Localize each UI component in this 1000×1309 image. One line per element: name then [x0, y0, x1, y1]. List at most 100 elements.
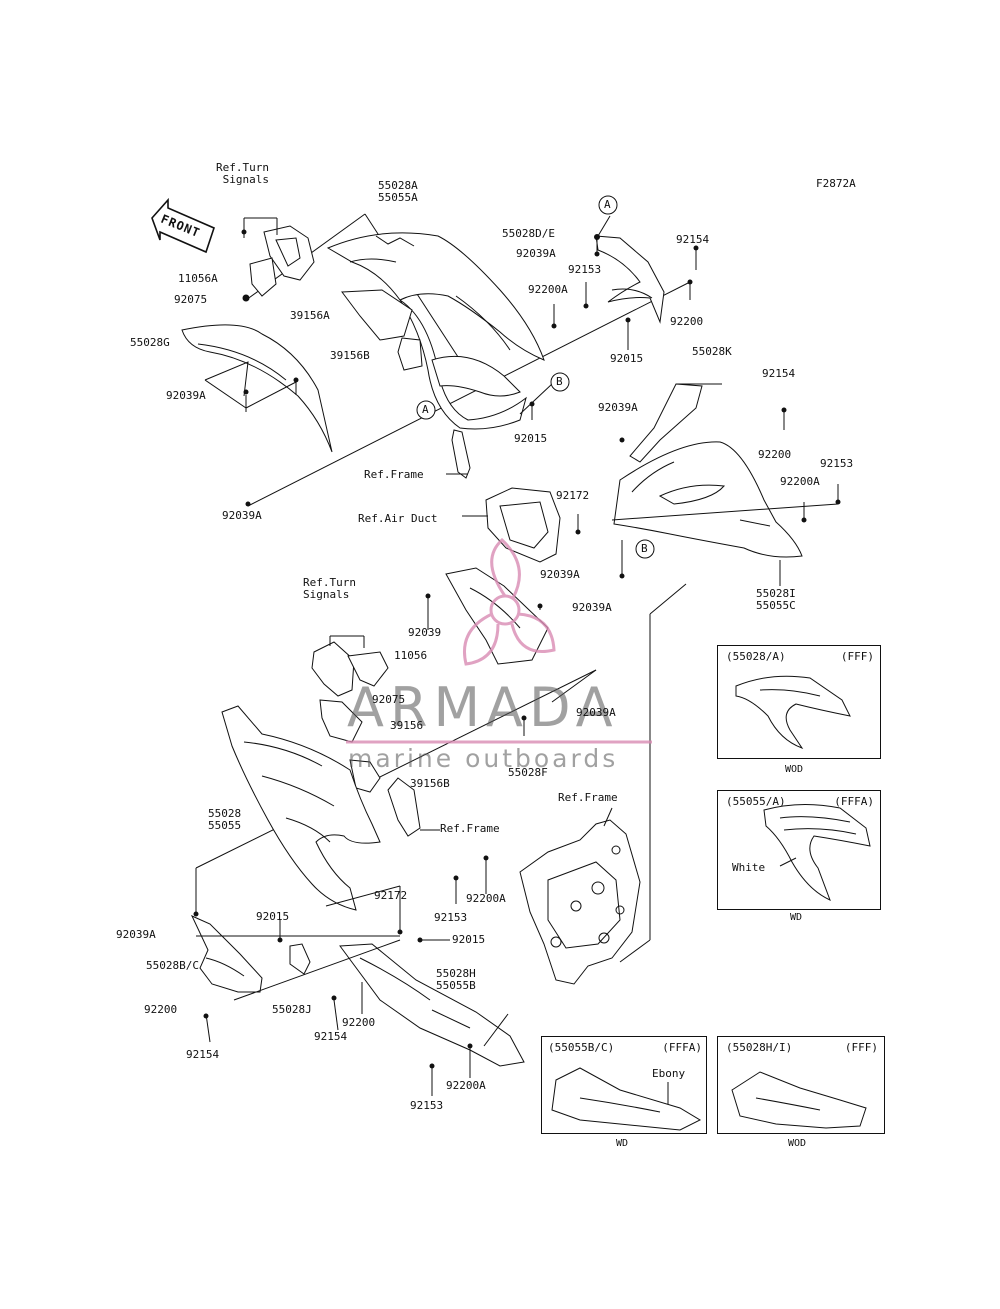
variant-note: White [732, 861, 766, 874]
panel-55028f-shape [445, 567, 549, 665]
variant-box-55028a: (55028/A) (FFF) [717, 645, 881, 759]
part-55028de-label: 55028D/E [502, 227, 555, 240]
part-55028bc-label: 55028B/C [146, 959, 199, 972]
fairing-55028g-shape [181, 324, 333, 453]
part-39156b-mid-label: 39156B [410, 777, 450, 790]
variant-box-55055bc: (55055B/C) (FFFA) Ebony [541, 1036, 707, 1134]
upper-cowl-55028a-shape [326, 232, 545, 430]
ref-frame-mid-label: Ref.Frame [440, 822, 500, 835]
part-92039a-center3-label: 92039A [576, 706, 616, 719]
part-92039a-left-label: 92039A [166, 389, 206, 402]
variant-3-cowl-shape [551, 1067, 702, 1131]
part-55028i-label: 55028I 55055C [756, 587, 796, 612]
panel-55028j-shape [289, 943, 311, 975]
part-92039a-center2-label: 92039A [572, 601, 612, 614]
part-92154-mid-label: 92154 [762, 367, 796, 380]
part-92200a-bottom-label: 92200A [446, 1079, 486, 1092]
variant-color: (FFF) [844, 1041, 878, 1054]
variant-2-fairing-shape [763, 803, 871, 901]
part-55028g-label: 55028G [130, 336, 170, 349]
watermark-subtitle: marine outboards [348, 744, 619, 773]
fairing-55028i-shape [613, 441, 803, 558]
watermark-logo-icon [463, 537, 556, 666]
part-92039a-upper-mid-label: 92039A [516, 247, 556, 260]
part-55028h-label: 55028H 55055B [436, 967, 476, 992]
part-92153-mid-label: 92153 [820, 457, 854, 470]
variant-color: (FFFA) [662, 1041, 702, 1054]
part-55028f-label: 55028F [508, 766, 548, 779]
variant-color: (FFF) [840, 650, 874, 663]
callout-b-top: B [556, 375, 563, 388]
part-92154-top-label: 92154 [676, 233, 710, 246]
part-55028-label: 55028 55055 [208, 807, 242, 832]
part-92200-top-label: 92200 [670, 315, 704, 328]
ref-frame-top-label: Ref.Frame [364, 468, 424, 481]
variant-4-cowl-shape [731, 1071, 867, 1129]
lower-cowl-55028h-shape [339, 943, 525, 1067]
variant-note: Ebony [652, 1067, 686, 1080]
part-92200a-top-label: 92200A [528, 283, 568, 296]
part-92075-top-label: 92075 [174, 293, 208, 306]
part-92154-lower-mid-label: 92154 [314, 1030, 348, 1043]
part-92039a-bottom-left-label: 92039A [222, 509, 262, 522]
part-92200a-lower-label: 92200A [466, 892, 506, 905]
panel-55028bc-shape [190, 914, 263, 993]
part-92039a-lower-left-label: 92039A [116, 928, 156, 941]
part-92172-mid-label: 92172 [556, 489, 590, 502]
part-92015-lower-right-label: 92015 [452, 933, 486, 946]
part-55028a-label: 55028A 55055A [378, 179, 418, 204]
part-92015-lower-left-label: 92015 [256, 910, 290, 923]
part-39156a-label: 39156A [290, 309, 330, 322]
front-arrow-icon [151, 197, 215, 254]
part-92200-lower-mid-label: 92200 [342, 1016, 376, 1029]
variant-code: (55055B/C) [548, 1041, 615, 1054]
ref-air-duct-label: Ref.Air Duct [358, 512, 438, 525]
variant-caption: WD [790, 912, 803, 923]
part-92039-label: 92039 [408, 626, 442, 639]
frame-right-shape [519, 807, 641, 985]
cover-55028de-shape [595, 235, 665, 324]
figure-code: F2872A [816, 177, 856, 190]
panel-55028k-shape [629, 383, 703, 463]
part-92015-top-label: 92015 [610, 352, 644, 365]
lower-fairing-55028-shape [221, 705, 381, 911]
callout-a-top: A [604, 198, 611, 211]
part-55028j-label: 55028J [272, 1003, 312, 1016]
turn-signal-mid-shape [311, 635, 389, 697]
part-11056a-label: 11056A [178, 272, 218, 285]
variant-code: (55028H/I) [726, 1041, 793, 1054]
part-92075-mid-label: 92075 [372, 693, 406, 706]
part-92200a-mid-label: 92200A [780, 475, 820, 488]
variant-code: (55055/A) [726, 795, 786, 808]
part-39156b-top-label: 39156B [330, 349, 370, 362]
variant-code: (55028/A) [726, 650, 786, 663]
part-92039a-center-label: 92039A [540, 568, 580, 581]
part-92015-mid-label: 92015 [514, 432, 548, 445]
part-92039a-right-label: 92039A [598, 401, 638, 414]
part-11056-label: 11056 [394, 649, 428, 662]
part-92200-lower-left-label: 92200 [144, 1003, 178, 1016]
variant-caption: WOD [788, 1138, 807, 1149]
variant-color: (FFFA) [834, 795, 874, 808]
variant-caption: WOD [785, 764, 804, 775]
part-92154-lower-left-label: 92154 [186, 1048, 220, 1061]
variant-caption: WD [616, 1138, 629, 1149]
part-92172-lower-label: 92172 [374, 889, 408, 902]
ref-turn-signals-top-label: Ref.Turn Signals [216, 161, 269, 186]
part-92153-top-label: 92153 [568, 263, 602, 276]
part-39156b-shape [397, 337, 423, 371]
ref-frame-right-label: Ref.Frame [558, 791, 618, 804]
callout-b-right: B [641, 542, 648, 555]
variant-1-fairing-shape [735, 675, 851, 749]
part-92153-bottom-label: 92153 [410, 1099, 444, 1112]
part-92153-lower-label: 92153 [434, 911, 468, 924]
part-92200-mid-label: 92200 [758, 448, 792, 461]
callout-a-mid: A [422, 403, 429, 416]
part-55028k-label: 55028K [692, 345, 732, 358]
part-39156-label: 39156 [390, 719, 424, 732]
variant-box-55028hi: (55028H/I) (FFF) [717, 1036, 885, 1134]
variant-box-55055a: (55055/A) (FFFA) White [717, 790, 881, 910]
turn-signal-top-shape [242, 217, 315, 302]
watermark-title: ARMADA [347, 676, 619, 739]
